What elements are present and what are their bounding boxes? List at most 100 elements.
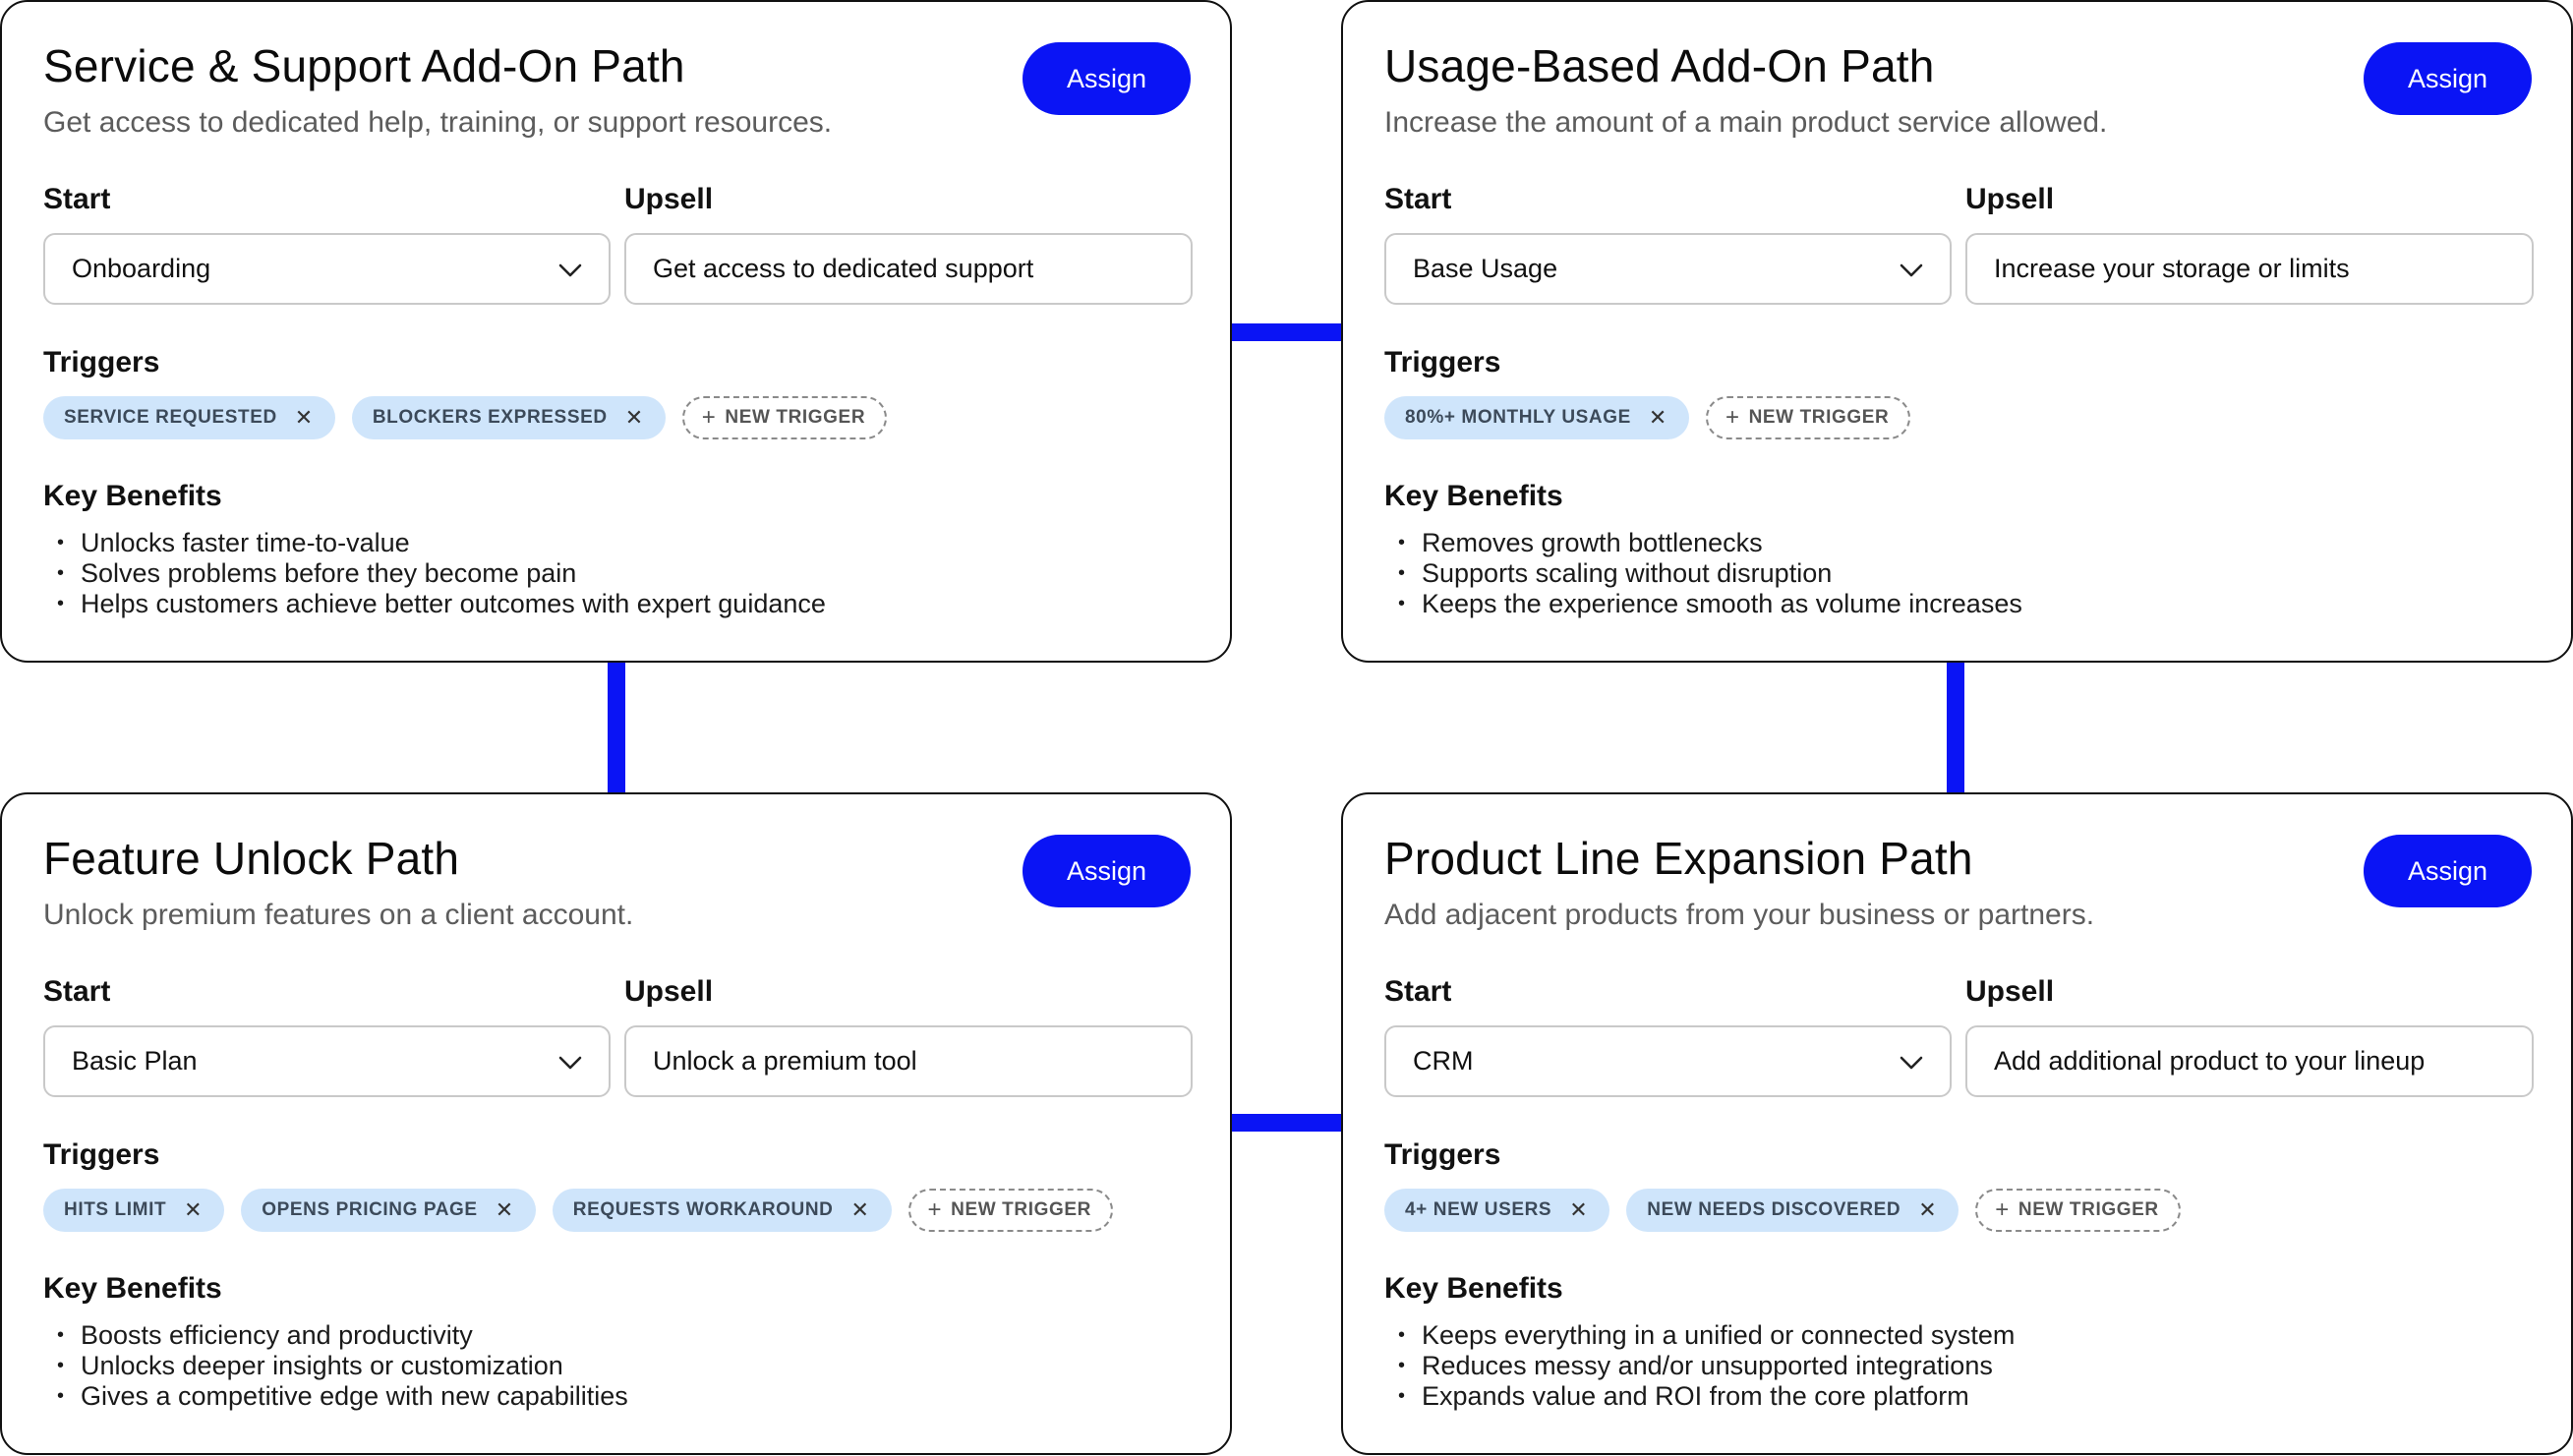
key-benefits-label: Key Benefits [1384,1272,1563,1305]
trigger-chip[interactable]: OPENS PRICING PAGE ✕ [241,1189,536,1232]
benefit-item: Gives a competitive edge with new capabi… [43,1381,628,1412]
remove-trigger-icon[interactable]: ✕ [1918,1197,1938,1222]
plus-icon: + [1995,1196,2010,1223]
start-select[interactable]: Base Usage [1384,233,1952,305]
new-trigger-label: NEW TRIGGER [951,1199,1091,1220]
assign-button[interactable]: Assign [2364,42,2532,115]
trigger-chip-label: BLOCKERS EXPRESSED [372,407,608,428]
trigger-chip[interactable]: 4+ NEW USERS ✕ [1384,1189,1610,1232]
trigger-list: HITS LIMIT✕OPENS PRICING PAGE✕REQUESTS W… [43,1189,1113,1232]
connector-top-horizontal [1232,323,1341,341]
card-title: Usage-Based Add-On Path [1384,40,1935,91]
benefit-item: Keeps the experience smooth as volume in… [1384,589,2022,619]
chevron-down-icon [558,263,582,276]
benefit-item: Solves problems before they become pain [43,558,826,589]
plus-icon: + [1725,404,1740,431]
new-trigger-label: NEW TRIGGER [2017,1199,2159,1220]
trigger-list: SERVICE REQUESTED ✕ BLOCKERS EXPRESSED ✕ + NE… [43,396,888,439]
remove-trigger-icon[interactable]: ✕ [1569,1197,1589,1222]
triggers-label: Triggers [1384,346,1501,379]
benefit-item: Unlocks deeper insights or customization [43,1351,628,1381]
start-select[interactable]: Basic Plan [43,1025,611,1097]
plus-icon: + [701,404,717,431]
trigger-chip-label: SERVICE REQUESTED [64,407,277,428]
remove-trigger-icon[interactable]: ✕ [495,1197,514,1222]
upsell-field[interactable]: Get access to dedicated support [624,233,1193,305]
remove-trigger-icon[interactable]: ✕ [850,1197,870,1222]
trigger-chip[interactable]: NEW NEEDS DISCOVERED ✕ [1626,1189,1959,1232]
card-subtitle: Add adjacent products from your business… [1384,899,2095,931]
remove-trigger-icon[interactable]: ✕ [624,405,644,430]
new-trigger-button[interactable]: + NEW TRIGGER [1705,396,1911,439]
key-benefits-list: Removes growth bottlenecksSupports scali… [1384,528,2022,619]
key-benefits-list: Keeps everything in a unified or connect… [1384,1320,2015,1412]
new-trigger-label: NEW TRIGGER [1748,407,1890,428]
trigger-chip[interactable]: REQUESTS WORKAROUND ✕ [552,1189,892,1232]
new-trigger-button[interactable]: + NEW TRIGGER [1975,1189,2181,1232]
trigger-list: 80%+ MONTHLY USAGE✕ + NEW TRIGGER [1384,396,1911,439]
key-benefits-label: Key Benefits [1384,480,1563,512]
upsell-field[interactable]: Unlock a premium tool [624,1025,1193,1097]
benefit-item: Removes growth bottlenecks [1384,528,2022,558]
start-select[interactable]: CRM [1384,1025,1952,1097]
path-card-product-line: Product Line Expansion Path Add adjacent… [1341,792,2573,1455]
triggers-label: Triggers [43,346,160,379]
start-select-value: Basic Plan [72,1046,198,1076]
start-select[interactable]: Onboarding [43,233,611,305]
connector-left-vertical [608,663,625,792]
chevron-down-icon [1900,263,1923,276]
benefit-item: Supports scaling without disruption [1384,558,2022,589]
trigger-chip[interactable]: 80%+ MONTHLY USAGE✕ [1384,396,1689,439]
trigger-chip-label: NEW NEEDS DISCOVERED [1647,1199,1901,1220]
start-label: Start [1384,183,1452,215]
new-trigger-button[interactable]: + NEW TRIGGER [681,396,888,439]
triggers-label: Triggers [43,1138,160,1171]
path-card-service-support: Service & Support Add-On Path Get access… [0,0,1232,663]
remove-trigger-icon[interactable]: ✕ [1648,405,1667,430]
trigger-chip-label: HITS LIMIT [64,1199,167,1220]
remove-trigger-icon[interactable]: ✕ [184,1197,204,1222]
upsell-field[interactable]: Increase your storage or limits [1965,233,2534,305]
trigger-chip[interactable]: SERVICE REQUESTED ✕ [43,396,335,439]
trigger-chip-label: REQUESTS WORKAROUND [572,1199,834,1220]
benefit-item: Boosts efficiency and productivity [43,1320,628,1351]
trigger-chip[interactable]: BLOCKERS EXPRESSED ✕ [351,396,666,439]
path-card-usage-based: Usage-Based Add-On Path Increase the amo… [1341,0,2573,663]
card-subtitle: Unlock premium features on a client acco… [43,899,634,931]
upsell-label: Upsell [1965,183,2055,215]
key-benefits-list: Boosts efficiency and productivityUnlock… [43,1320,628,1412]
new-trigger-label: NEW TRIGGER [725,407,866,428]
card-title: Feature Unlock Path [43,833,460,884]
path-card-feature-unlock: Feature Unlock Path Unlock premium featu… [0,792,1232,1455]
trigger-chip[interactable]: HITS LIMIT ✕ [43,1189,225,1232]
upsell-field-value: Unlock a premium tool [653,1046,917,1076]
start-select-value: CRM [1413,1046,1474,1076]
trigger-chip-label: 4+ NEW USERS [1405,1199,1552,1220]
key-benefits-label: Key Benefits [43,480,222,512]
card-title: Service & Support Add-On Path [43,40,685,91]
assign-button[interactable]: Assign [1023,42,1191,115]
connector-right-vertical [1947,663,1964,792]
connector-bottom-horizontal [1232,1114,1341,1132]
trigger-chip-label: OPENS PRICING PAGE [262,1199,478,1220]
start-label: Start [1384,975,1452,1008]
upsell-field[interactable]: Add additional product to your lineup [1965,1025,2534,1097]
benefit-item: Helps customers achieve better outcomes … [43,589,826,619]
upsell-label: Upsell [1965,975,2055,1008]
remove-trigger-icon[interactable]: ✕ [294,405,314,430]
triggers-label: Triggers [1384,1138,1501,1171]
new-trigger-button[interactable]: + NEW TRIGGER [907,1189,1113,1232]
start-select-value: Onboarding [72,254,211,283]
benefit-item: Keeps everything in a unified or connect… [1384,1320,2015,1351]
key-benefits-list: Unlocks faster time-to-valueSolves probl… [43,528,826,619]
assign-button[interactable]: Assign [1023,835,1191,907]
start-label: Start [43,975,111,1008]
card-subtitle: Increase the amount of a main product se… [1384,106,2108,139]
upsell-label: Upsell [624,183,714,215]
assign-button[interactable]: Assign [2364,835,2532,907]
plus-icon: + [927,1196,943,1223]
upsell-field-value: Increase your storage or limits [1994,254,2350,283]
start-label: Start [43,183,111,215]
trigger-list: 4+ NEW USERS ✕ NEW NEEDS DISCOVERED ✕ + NEW T… [1384,1189,2181,1232]
chevron-down-icon [1900,1056,1923,1069]
